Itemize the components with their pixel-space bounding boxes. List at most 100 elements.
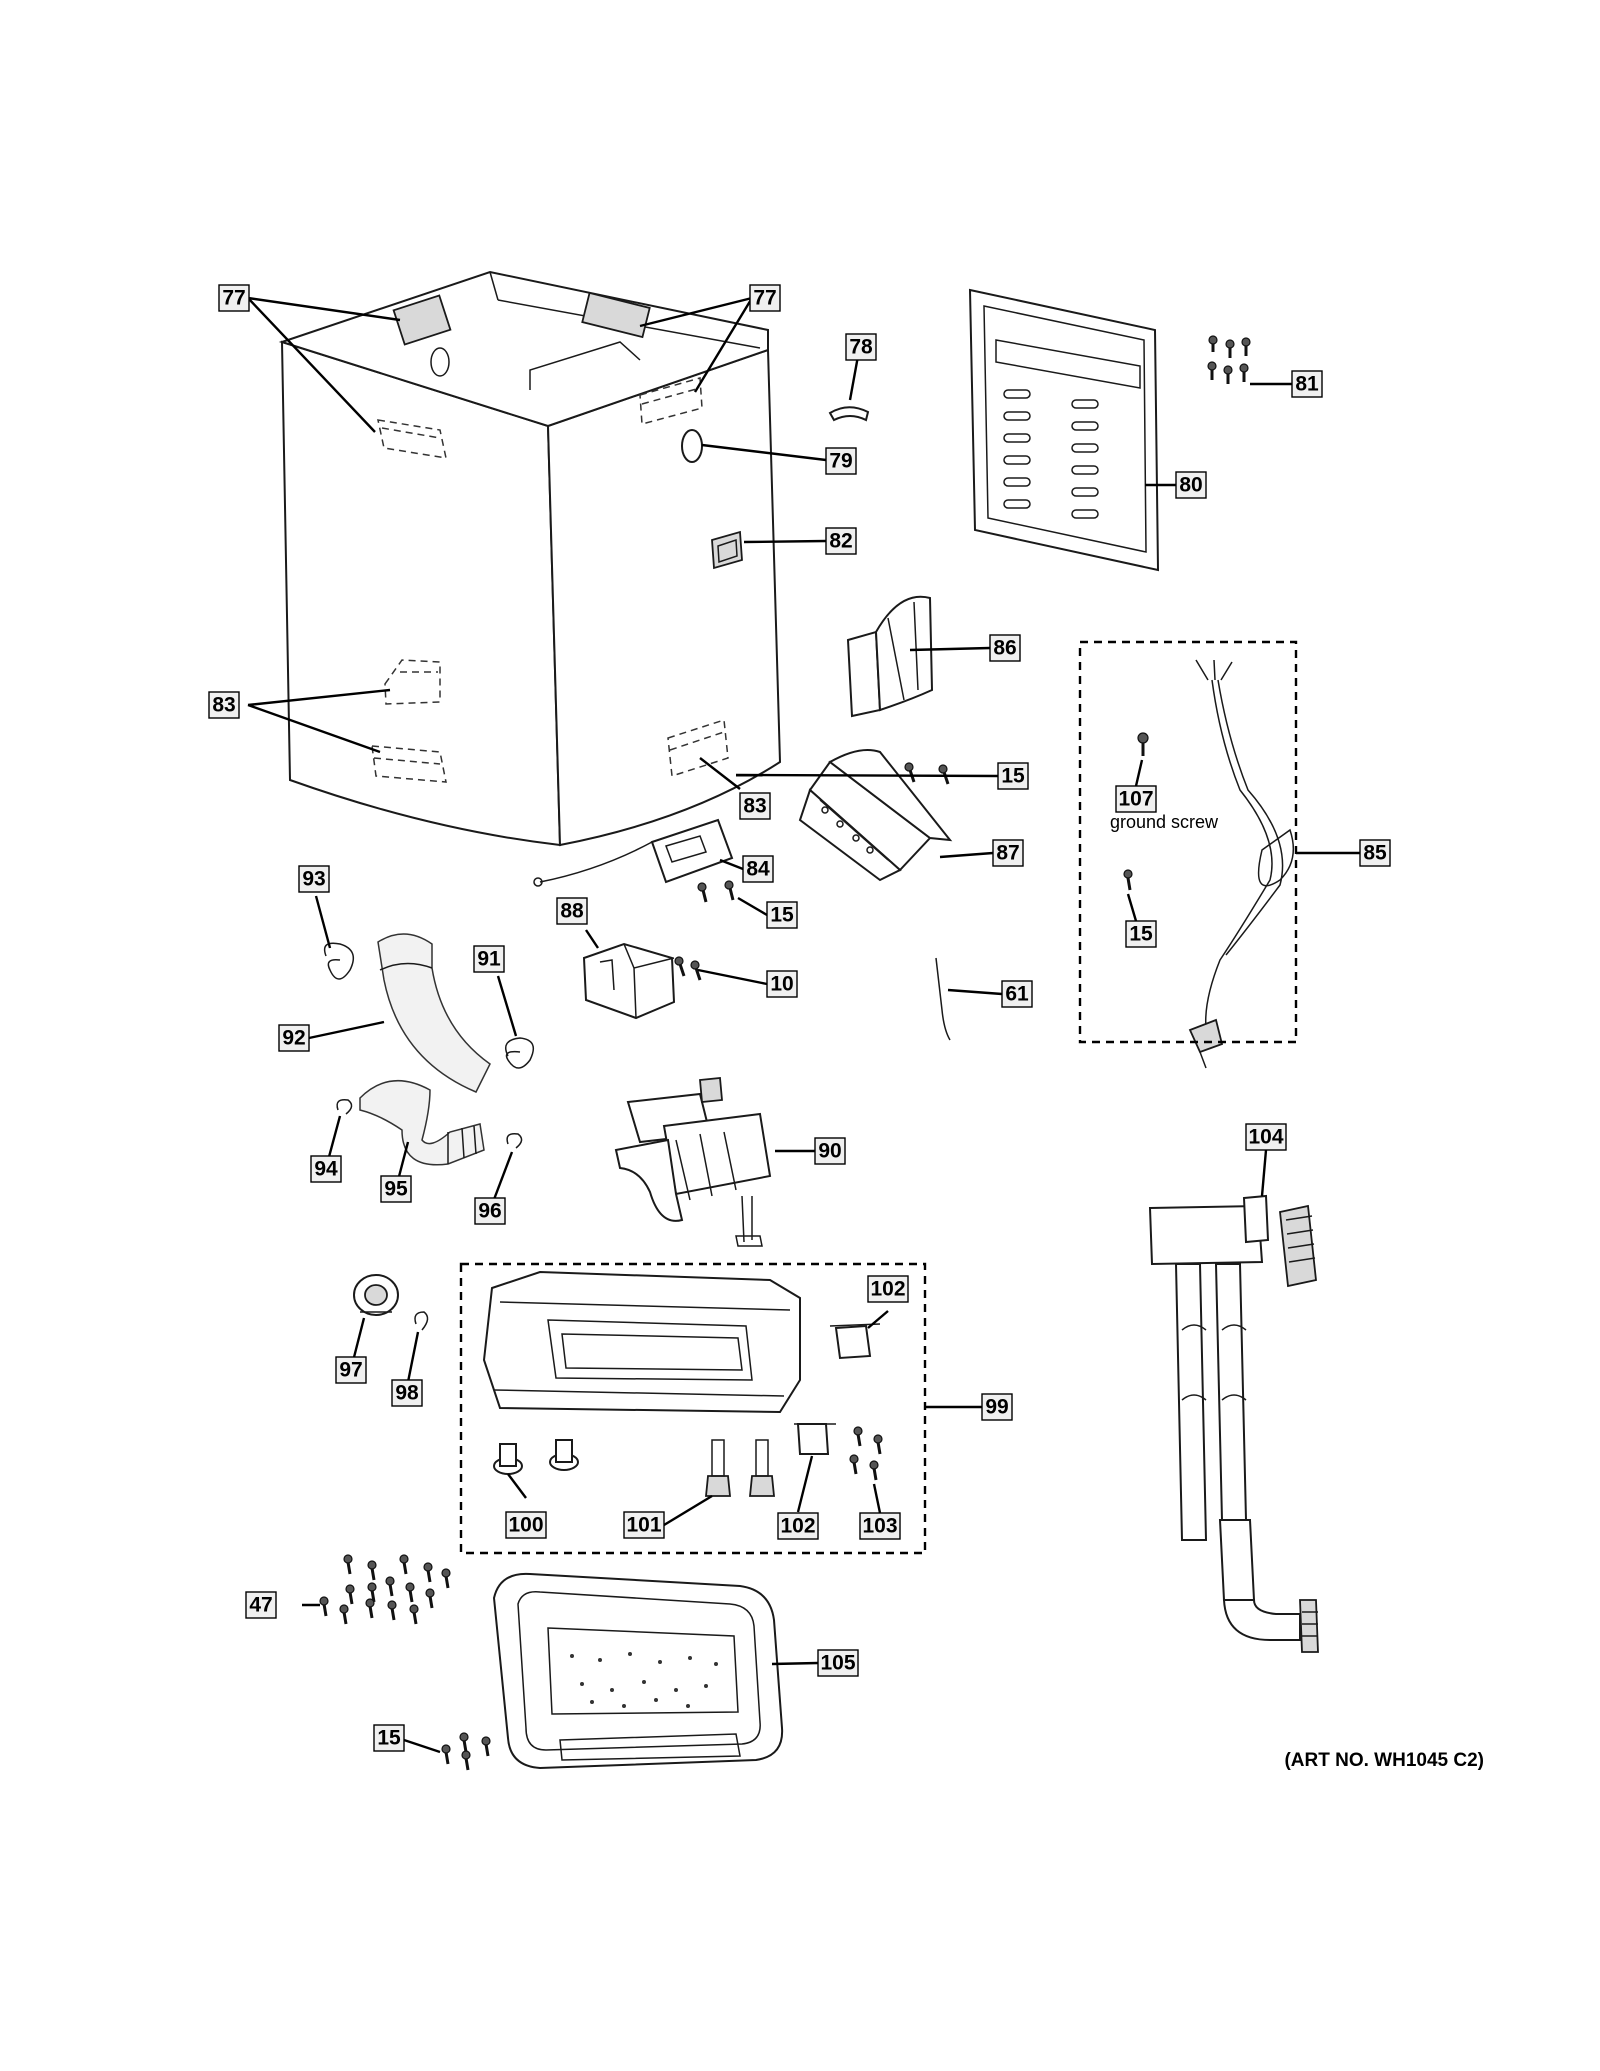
svg-text:105: 105 (820, 1652, 855, 1675)
ground-screw-note: ground screw (1110, 812, 1219, 832)
cabinet-part (278, 270, 782, 847)
callout-91: 91 (473, 945, 505, 973)
svg-text:83: 83 (743, 795, 766, 818)
power-cord-part-85 (1188, 659, 1295, 1069)
svg-text:86: 86 (993, 637, 1016, 660)
screws-part-103 (849, 1426, 883, 1481)
svg-text:85: 85 (1363, 842, 1387, 865)
callout-86: 86 (989, 634, 1021, 662)
callout-93: 93 (298, 865, 330, 893)
callout-100: 100 (505, 1511, 547, 1539)
bracket-part-87 (798, 749, 953, 882)
screws-part-81 (1207, 335, 1251, 384)
callout-95: 95 (380, 1175, 412, 1203)
base-frame-part-99 (482, 1270, 801, 1414)
clamp-part-91 (505, 1037, 535, 1069)
clip-part-102b (794, 1423, 836, 1455)
callout-107: 107 (1115, 785, 1157, 813)
svg-text:98: 98 (395, 1382, 419, 1405)
svg-text:100: 100 (508, 1514, 543, 1537)
art-number: (ART NO. WH1045 C2) (1284, 1750, 1484, 1771)
callout-61: 61 (1001, 980, 1033, 1008)
callout-77-left: 77 (218, 284, 250, 312)
foot-parts-100 (493, 1439, 579, 1475)
svg-text:103: 103 (862, 1515, 897, 1538)
motor-part-84 (533, 818, 734, 887)
hose-part-92 (377, 933, 491, 1093)
svg-text:90: 90 (818, 1140, 841, 1163)
box-part-88 (582, 942, 676, 1020)
screws-part-10 (674, 956, 702, 981)
clip-part-78 (828, 406, 870, 422)
svg-text:83: 83 (212, 694, 235, 717)
svg-text:91: 91 (477, 948, 501, 971)
svg-text:95: 95 (384, 1178, 408, 1201)
svg-text:61: 61 (1005, 983, 1029, 1006)
callout-85: 85 (1359, 839, 1391, 867)
svg-text:92: 92 (282, 1027, 305, 1050)
pump-part-90 (614, 1077, 772, 1247)
svg-text:102: 102 (870, 1278, 905, 1301)
callout-88: 88 (556, 897, 588, 925)
svg-text:94: 94 (314, 1158, 338, 1181)
callout-83-left: 83 (208, 691, 240, 719)
callout-87: 87 (992, 839, 1024, 867)
svg-text:93: 93 (302, 868, 325, 891)
callout-15-bottom: 15 (373, 1724, 405, 1752)
callout-94: 94 (310, 1155, 342, 1183)
callout-81: 81 (1291, 370, 1323, 398)
clamp-part-96 (506, 1132, 523, 1149)
base-plate-part-105 (492, 1572, 784, 1770)
power-cord-group-box (1078, 640, 1298, 1044)
svg-text:88: 88 (560, 900, 584, 923)
svg-text:15: 15 (770, 904, 794, 927)
callout-101: 101 (623, 1511, 665, 1539)
callout-98: 98 (391, 1379, 423, 1407)
clamp-part-98 (414, 1311, 429, 1331)
svg-text:104: 104 (1248, 1126, 1283, 1149)
base-group-box (459, 1262, 927, 1555)
callout-97: 97 (335, 1356, 367, 1384)
screws-part-15a (904, 762, 950, 785)
callout-10: 10 (766, 970, 798, 998)
svg-text:102: 102 (780, 1515, 815, 1538)
callout-78: 78 (845, 333, 877, 361)
svg-text:80: 80 (1179, 474, 1202, 497)
clamp-part-94 (336, 1098, 353, 1115)
callout-99: 99 (981, 1393, 1013, 1421)
bracket-part-86 (846, 595, 934, 718)
svg-text:87: 87 (996, 842, 1019, 865)
callout-15-motor: 15 (766, 901, 798, 929)
screw-part-15c (1123, 869, 1133, 891)
callout-90: 90 (814, 1137, 846, 1165)
callout-104: 104 (1245, 1123, 1287, 1151)
svg-text:15: 15 (1129, 923, 1153, 946)
svg-text:47: 47 (249, 1594, 272, 1617)
drain-hose-part-104 (1148, 1194, 1319, 1653)
ground-screw-part-107 (1137, 732, 1149, 756)
svg-text:77: 77 (222, 287, 245, 310)
callout-103: 103 (859, 1512, 901, 1540)
svg-text:77: 77 (753, 287, 776, 310)
leader-lines (247, 296, 1360, 1754)
callout-79: 79 (825, 447, 857, 475)
callout-96: 96 (474, 1197, 506, 1225)
callout-105: 105 (817, 1649, 859, 1677)
screws-part-15d (441, 1732, 491, 1771)
callout-92: 92 (278, 1024, 310, 1052)
svg-text:15: 15 (1001, 765, 1025, 788)
svg-text:10: 10 (770, 973, 793, 996)
panel-part-80 (968, 288, 1160, 572)
svg-text:107: 107 (1118, 788, 1153, 811)
svg-text:15: 15 (377, 1727, 401, 1750)
callout-82: 82 (825, 527, 857, 555)
callout-15-cord: 15 (1125, 920, 1157, 948)
svg-text:81: 81 (1295, 373, 1319, 396)
callout-102-top: 102 (867, 1275, 909, 1303)
svg-text:96: 96 (478, 1200, 501, 1223)
callout-47: 47 (245, 1591, 277, 1619)
callout-77-right: 77 (749, 284, 781, 312)
valve-part-97 (353, 1274, 399, 1316)
svg-text:79: 79 (829, 450, 852, 473)
